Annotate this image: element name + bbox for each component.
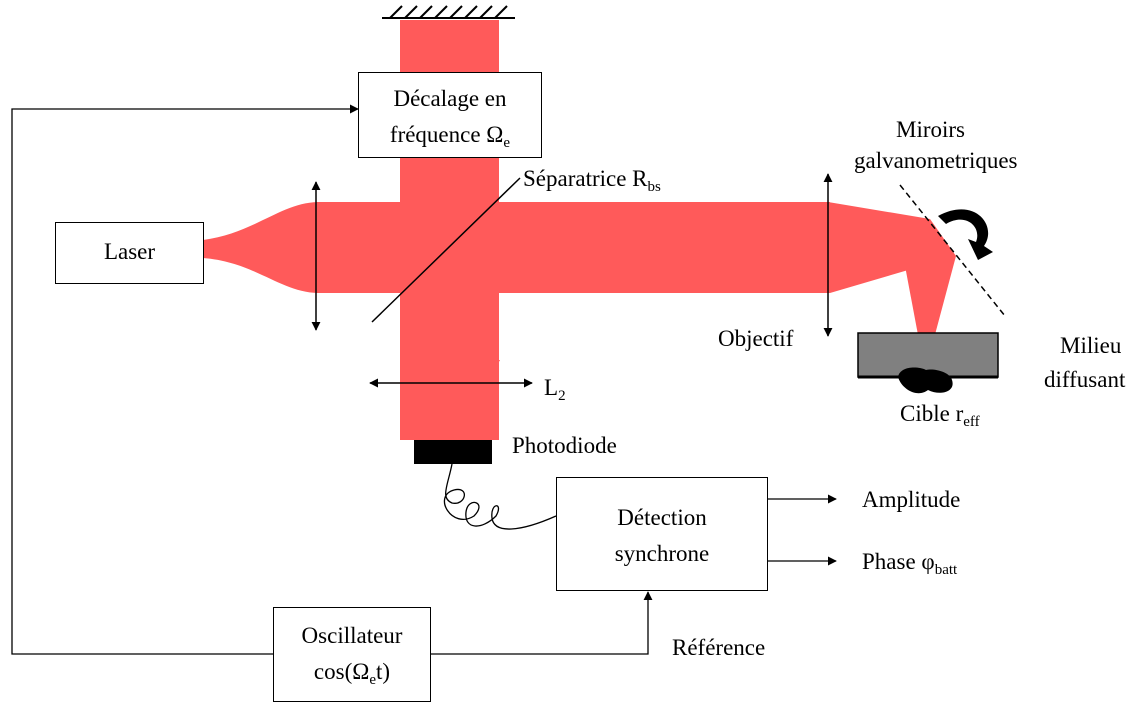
medium-label-line1: Milieu xyxy=(1060,333,1122,358)
beamsplitter-line xyxy=(371,177,521,323)
detector-label-line1: Détection xyxy=(617,505,707,530)
oscillator-label-line1: Oscillateur xyxy=(301,623,403,648)
laser-label: Laser xyxy=(103,239,156,264)
oscillator-label-line2: cos(Ωet) xyxy=(313,658,391,688)
beamsplitter-label: Séparatrice Rbs xyxy=(523,166,661,195)
oscillator-box: Oscillateur cos(Ωet) xyxy=(273,607,431,702)
objective-label: Objectif xyxy=(718,326,794,351)
laser-box: Laser xyxy=(55,222,204,284)
phase-label: Phase φbatt xyxy=(862,549,958,578)
expanding-beam xyxy=(203,202,318,293)
photodiode-cable xyxy=(443,463,557,530)
medium-label-line2: diffusant xyxy=(1044,367,1126,392)
frequency-shifter-box: Décalage en fréquence Ωe xyxy=(358,72,542,158)
rotation-arrow-icon xyxy=(938,209,993,260)
focusing-beam xyxy=(828,202,956,293)
mirrors-label-line1: Miroirs xyxy=(896,117,965,142)
oscillator-to-shifter-line xyxy=(11,104,359,655)
target-label: Cible reff xyxy=(900,401,980,430)
galvo-mirror xyxy=(899,184,1006,317)
detector-label-line2: synchrone xyxy=(614,540,710,566)
sample-beam xyxy=(902,250,956,372)
main-beam xyxy=(316,202,830,293)
shifter-label-line2: fréquence Ωe xyxy=(389,121,511,151)
synchronous-detection-box: Détection synchrone xyxy=(556,477,768,591)
amplitude-label: Amplitude xyxy=(862,487,961,512)
lens-l2-label: L2 xyxy=(544,375,566,404)
photodiode-label: Photodiode xyxy=(512,433,617,458)
mirrors-label-line2: galvanometriques xyxy=(854,148,1018,173)
photodiode xyxy=(414,440,492,464)
reference-label: Référence xyxy=(672,635,766,660)
shifter-label-line1: Décalage en xyxy=(393,86,507,111)
fixed-mirror-hatch xyxy=(382,5,515,19)
reference-line xyxy=(431,591,653,655)
target-blob xyxy=(898,367,953,394)
